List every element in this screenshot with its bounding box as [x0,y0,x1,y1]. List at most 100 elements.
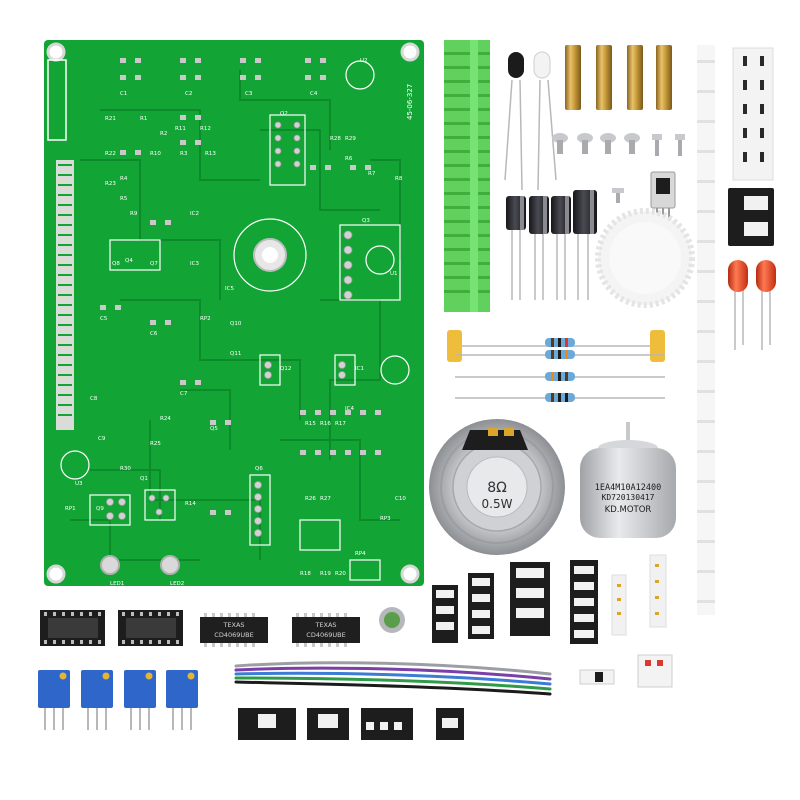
white-gear [595,208,695,308]
socket-icon [436,708,464,740]
terminal-block-strip [444,40,490,312]
svg-text:R14: R14 [185,501,196,507]
svg-text:Q11: Q11 [230,351,241,357]
svg-text:Q8: Q8 [112,261,120,267]
socket-icon [432,585,458,643]
svg-text:U3: U3 [75,481,83,487]
resistor-icon [545,350,575,359]
ic-chip-1-part: CD4069UBE [214,631,253,639]
pcb-pot-footprint [253,238,287,272]
svg-text:C10: C10 [395,496,406,502]
svg-text:C7: C7 [180,391,188,397]
screw-icon [675,134,685,156]
svg-text:R5: R5 [120,196,128,202]
screw-icon [624,133,640,154]
svg-text:R16: R16 [320,421,331,427]
ic-sockets-bottom [432,560,598,644]
pcb-board: 45-06-327 [44,40,424,587]
svg-text:R11: R11 [175,126,186,132]
ic-chip-2-brand: TEXAS [314,621,336,629]
svg-text:R18: R18 [300,571,311,577]
socket-icon [361,708,413,740]
svg-text:RP2: RP2 [200,316,211,322]
svg-text:Q9: Q9 [96,506,104,512]
electrolytic-capacitors [506,190,597,300]
svg-text:R19: R19 [320,571,331,577]
brass-standoffs [565,45,672,110]
led-icon [728,260,748,292]
svg-text:C4: C4 [310,91,318,97]
svg-text:Q2: Q2 [280,111,288,117]
ic-chip-2: TEXAS CD4069UBE [292,613,360,647]
svg-text:R23: R23 [105,181,116,187]
screw-icon [600,133,616,154]
svg-text:IC5: IC5 [225,286,234,292]
svg-text:R3: R3 [180,151,188,157]
pcb-version-code: 45-06-327 [406,84,414,120]
socket-icon [468,573,494,639]
svg-text:R26: R26 [305,496,316,502]
svg-text:C9: C9 [98,436,106,442]
ribbon-wire [234,661,552,696]
svg-text:Q12: Q12 [280,366,291,372]
ir-led-pair [504,51,557,191]
speaker-impedance: 8Ω [487,480,507,496]
black-connectors-row [238,708,464,740]
svg-text:R6: R6 [345,156,353,162]
svg-text:R1: R1 [140,116,147,122]
socket-icon [307,708,349,740]
svg-text:LED1: LED1 [110,581,124,587]
svg-text:RP1: RP1 [65,506,76,512]
socket-icon [510,562,550,636]
svg-text:R28: R28 [330,136,341,142]
svg-text:R4: R4 [120,176,128,182]
svg-text:U1: U1 [390,271,398,277]
electret-mic [379,607,405,633]
svg-text:R27: R27 [320,496,331,502]
dip-sockets [40,610,183,646]
speaker: 8Ω 0.5W [429,419,565,555]
svg-text:Q5: Q5 [210,426,218,432]
mini-connector [637,654,673,688]
svg-text:R12: R12 [200,126,211,132]
pcb-title-box [47,59,67,141]
resistor-icon [545,393,575,402]
pcb-edge-pads [56,160,74,430]
pcb-silk-labels: C1 C2 C3 C4 C5 C6 C7 C8 C9 C10 R1 R2 R3 … [65,58,406,587]
svg-text:R20: R20 [335,571,346,577]
svg-text:IC3: IC3 [190,261,199,267]
svg-text:RP3: RP3 [380,516,391,522]
black-connector [728,188,774,246]
svg-text:IC4: IC4 [345,406,354,412]
trimmer-potentiometers [38,670,198,730]
svg-text:R30: R30 [120,466,131,472]
svg-text:R22: R22 [105,151,116,157]
svg-text:R2: R2 [160,131,167,137]
svg-text:U2: U2 [360,58,368,64]
svg-text:R21: R21 [105,116,116,122]
led-icon [756,260,776,292]
pcb-through-holes [106,121,353,537]
header-strips [697,45,774,615]
resistors [447,330,665,402]
svg-text:Q6: Q6 [255,466,263,472]
speaker-power: 0.5W [482,497,513,511]
led-icon [508,52,524,78]
svg-text:IC2: IC2 [190,211,199,217]
screw-icon [612,188,624,203]
svg-text:R8: R8 [395,176,403,182]
white-pin-headers [611,554,667,636]
screw-set [552,133,685,203]
socket-icon [570,560,598,644]
svg-text:R9: R9 [130,211,138,217]
svg-text:Q1: Q1 [140,476,148,482]
motor-label-line3: KD.MOTOR [605,505,652,515]
svg-text:R29: R29 [345,136,356,142]
svg-text:C8: C8 [90,396,98,402]
svg-text:RP4: RP4 [355,551,366,557]
svg-text:R13: R13 [205,151,216,157]
svg-text:R10: R10 [150,151,161,157]
svg-text:C1: C1 [120,91,127,97]
svg-text:LED2: LED2 [170,581,184,587]
motor-label-line2: KD720130417 [602,493,655,502]
